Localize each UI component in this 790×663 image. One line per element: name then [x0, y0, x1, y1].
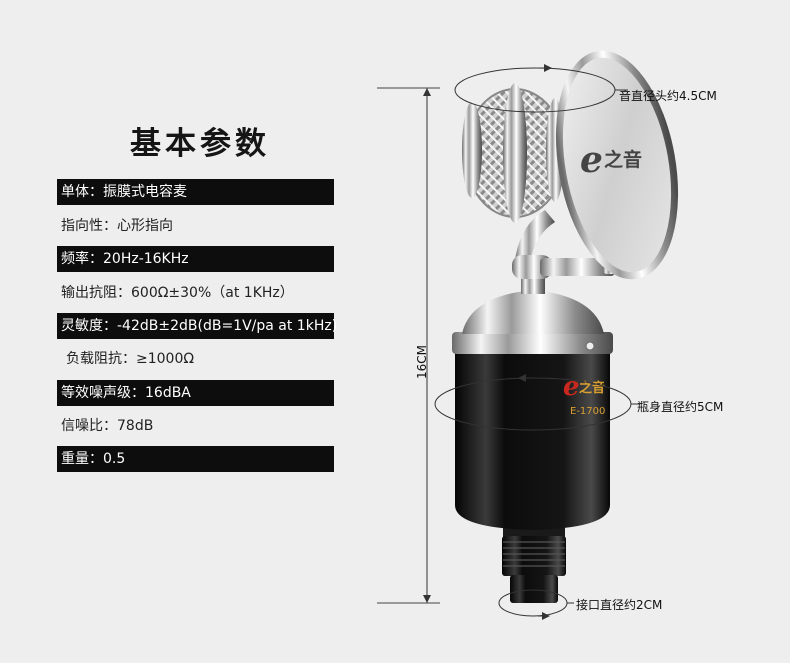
spec-row-frequency: 频率：20Hz-16KHz — [57, 246, 334, 272]
spec-row-snr: 信噪比：78dB — [61, 418, 154, 434]
height-label: 16CM — [415, 345, 429, 380]
height-dimension-line — [377, 87, 440, 604]
svg-text:之音: 之音 — [579, 380, 605, 396]
spec-row-polar-pattern: 指向性：心形指向 — [61, 218, 173, 234]
svg-text:e: e — [580, 139, 603, 181]
spec-row-output-impedance: 输出抗阻：600Ω±30%（at 1KHz） — [61, 285, 294, 301]
head-diameter-ring — [454, 64, 628, 113]
microphone-body — [452, 274, 613, 530]
connector-diameter-ring — [498, 589, 574, 620]
page-title: 基本参数 — [130, 126, 270, 162]
pop-filter: e 之音 — [555, 50, 679, 280]
body-diameter-ring — [434, 374, 640, 431]
microphone-head — [462, 83, 566, 223]
svg-text:之音: 之音 — [604, 148, 642, 171]
spec-row-noise-level: 等效噪声级：16dBA — [57, 380, 334, 406]
connector-diameter-label: 接口直径约2CM — [576, 598, 663, 612]
spec-row-sensitivity: 灵敏度：-42dB±2dB(dB=1V/pa at 1kHz) — [57, 313, 337, 339]
svg-text:e: e — [563, 372, 580, 402]
spec-row-weight: 重量：0.5 — [57, 446, 334, 472]
head-diameter-label: 音直径头约4.5CM — [619, 89, 717, 103]
spec-row-load-impedance: 负载阻抗：≥1000Ω — [66, 351, 195, 367]
spec-row-driver: 单体：振膜式电容麦 — [57, 179, 334, 205]
body-diameter-label: 瓶身直径约5CM — [637, 400, 724, 414]
xlr-connector — [502, 520, 566, 603]
svg-text:E-1700: E-1700 — [570, 406, 605, 417]
